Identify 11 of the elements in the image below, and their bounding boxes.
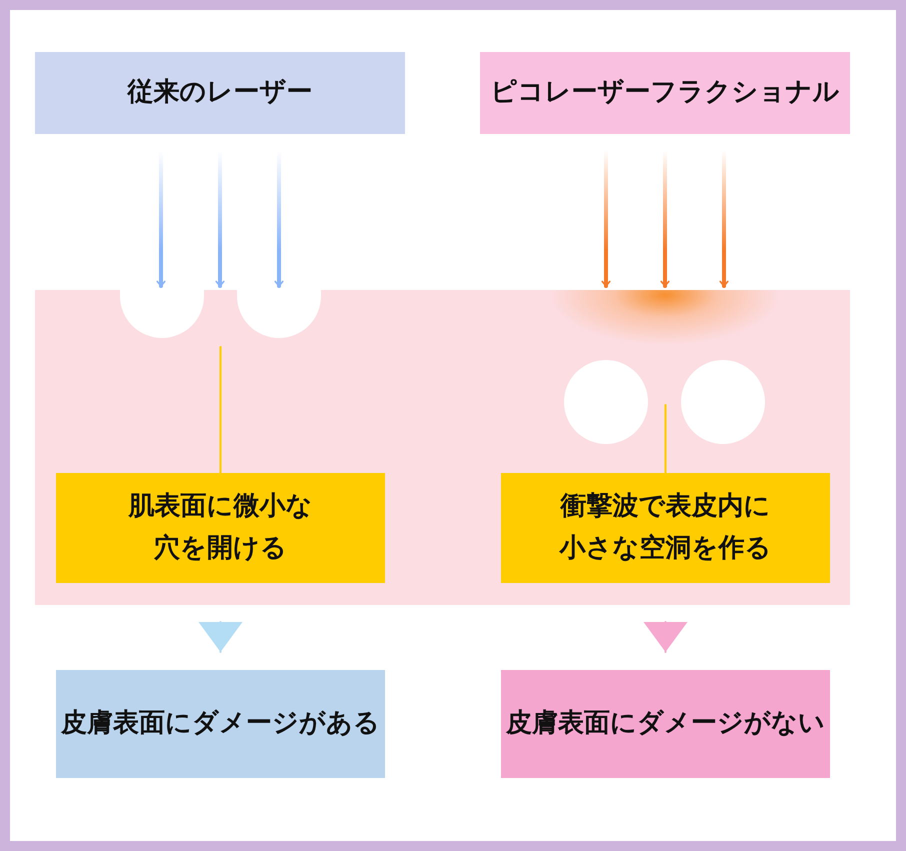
result-box: 皮膚表面にダメージがない: [501, 670, 830, 778]
leader-line: [664, 404, 666, 474]
callout-box: 肌表面に微小な穴を開ける: [56, 473, 385, 583]
callout-box: 衝撃波で表皮内に小さな空洞を作る: [501, 473, 830, 583]
skin-band: [35, 290, 850, 605]
triangle-arrow: [644, 621, 688, 653]
leader-line: [220, 346, 222, 474]
heading-box: 従来のレーザー: [35, 52, 405, 134]
triangle-arrow: [198, 621, 242, 653]
result-box: 皮膚表面にダメージがある: [56, 670, 385, 778]
heading-box: ピコレーザーフラクショナル: [480, 52, 850, 134]
